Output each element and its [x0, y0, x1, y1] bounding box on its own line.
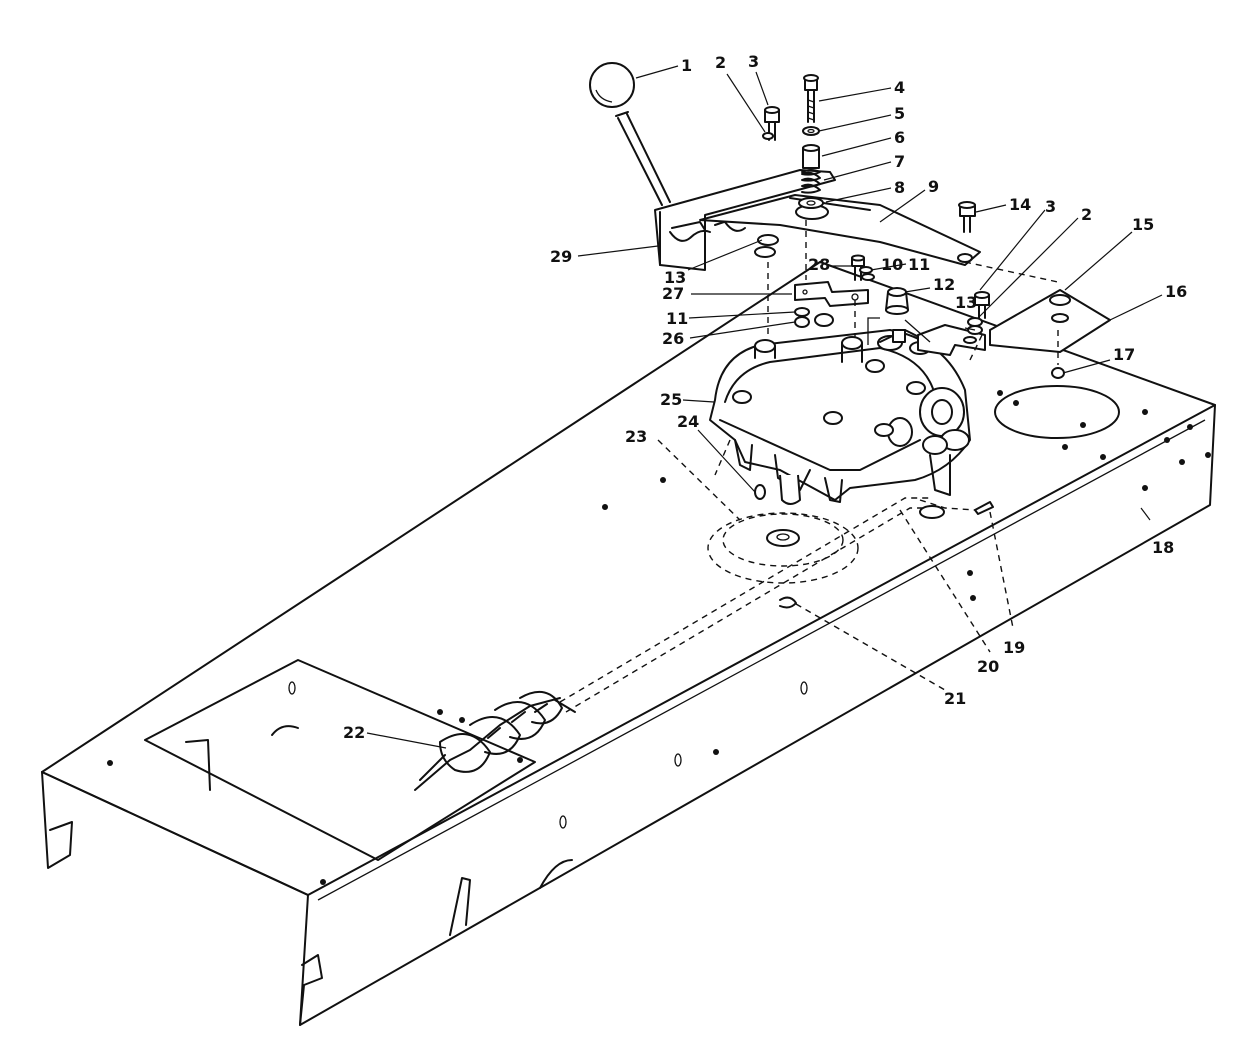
- callout-7: 7: [894, 152, 905, 171]
- callout-26: 26: [662, 329, 684, 348]
- callout-8: 8: [894, 178, 905, 197]
- callout-3: 3: [748, 52, 759, 71]
- cotter-pin: [974, 501, 994, 515]
- callout-19: 19: [1003, 638, 1025, 657]
- callout-11: 11: [908, 255, 930, 274]
- callout-6: 6: [894, 128, 905, 147]
- bracket-27: [794, 254, 875, 307]
- callout-24: 24: [677, 412, 699, 431]
- bolt-left: [762, 106, 780, 141]
- callout-1: 1: [681, 56, 692, 75]
- fitting-12: [885, 287, 909, 315]
- woodruff-key: [754, 484, 766, 500]
- callout-5: 5: [894, 104, 905, 123]
- callout-13: 13: [664, 268, 686, 287]
- frame-holes: [107, 390, 1193, 885]
- callout-28: 28: [808, 255, 830, 274]
- transaxle: [709, 329, 971, 519]
- retaining-ring: [779, 596, 797, 609]
- cable-spring: [414, 690, 563, 791]
- callout-23: 23: [625, 427, 647, 446]
- callout-9: 9: [928, 177, 939, 196]
- shift-pivot-stack: [798, 74, 824, 209]
- chassis-frame: [41, 261, 1216, 1026]
- plate-16: [917, 289, 1111, 379]
- callout-25: 25: [660, 390, 682, 409]
- pulley: [707, 512, 859, 584]
- callout-29: 29: [550, 247, 572, 266]
- washers-left: [794, 307, 834, 328]
- callout-4: 4: [894, 78, 905, 97]
- callout-10: 10: [881, 255, 903, 274]
- leader-lines: [366, 65, 1163, 749]
- callout-27: 27: [662, 284, 684, 303]
- callout-14: 14: [1009, 195, 1031, 214]
- shift-lever-assembly: [589, 62, 981, 271]
- shift-cable: [554, 497, 935, 713]
- callout-17: 17: [1113, 345, 1135, 364]
- callout-22: 22: [343, 723, 365, 742]
- callout-12: 12: [933, 275, 955, 294]
- callout-13b: 13: [955, 293, 977, 312]
- callout-18: 18: [1152, 538, 1174, 557]
- callout-21: 21: [944, 689, 966, 708]
- callout-3b: 3: [1045, 197, 1056, 216]
- callout-16: 16: [1165, 282, 1187, 301]
- callout-11b: 11: [666, 309, 688, 328]
- bolt-14: [958, 201, 976, 233]
- callout-15: 15: [1132, 215, 1154, 234]
- frame-side-holes: [288, 452, 1211, 829]
- assembly-lines: [714, 220, 1059, 511]
- callout-labels: 1 2 3 4 5 6 7 8 9 14 3 2 15 16 29 13 28 …: [343, 52, 1187, 742]
- callout-2: 2: [715, 53, 726, 72]
- callout-20: 20: [977, 657, 999, 676]
- callout-2b: 2: [1081, 205, 1092, 224]
